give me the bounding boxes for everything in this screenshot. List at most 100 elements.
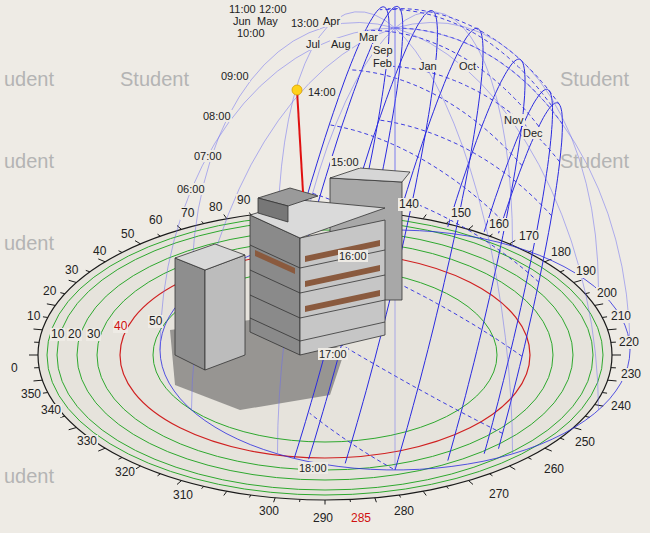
azimuth-label: 10: [26, 310, 41, 323]
month-label: Jul: [305, 38, 321, 50]
azimuth-label: 90: [236, 194, 251, 207]
month-label: May: [256, 15, 279, 27]
hour-line: [310, 413, 393, 469]
tick-mark: [325, 500, 326, 505]
time-label: 10:00: [236, 27, 266, 39]
building-model: [175, 168, 410, 370]
time-label: 15:00: [330, 156, 360, 168]
hour-line: [388, 66, 560, 162]
tick-mark: [375, 498, 377, 502]
tick-mark: [274, 498, 276, 502]
month-label: Sep: [372, 44, 394, 56]
left-block-face: [175, 258, 205, 370]
azimuth-label: 170: [518, 230, 540, 243]
tick-mark: [528, 458, 532, 460]
sun-ray: [297, 90, 303, 192]
azimuth-label: 300: [258, 505, 280, 518]
month-label: Oct: [458, 60, 477, 72]
azimuth-label: 350: [20, 388, 42, 401]
tick-mark: [611, 342, 616, 343]
watermark: udent: [4, 232, 54, 254]
sun-path-dome: [160, 6, 630, 470]
time-label: 09:00: [220, 70, 250, 82]
azimuth-label: 290: [312, 512, 334, 525]
azimuth-label: 30: [64, 264, 79, 277]
tick-mark: [69, 280, 77, 282]
tick-mark: [69, 428, 77, 430]
day-path: [484, 89, 552, 453]
azimuth-label: 320: [114, 466, 136, 479]
watermark: Student: [560, 150, 629, 172]
azimuth-label: 330: [76, 435, 98, 448]
azimuth-label: 250: [574, 436, 596, 449]
azimuth-label: 70: [180, 207, 195, 220]
azimuth-label: 340: [40, 404, 62, 417]
tick-mark: [545, 448, 552, 451]
tick-mark: [202, 486, 204, 488]
tick-mark: [202, 221, 204, 223]
month-label: Feb: [372, 57, 393, 69]
outer-ring: [38, 210, 612, 500]
tick-mark: [574, 428, 582, 430]
time-label: 17:00: [318, 348, 348, 360]
azimuth-label: 0: [10, 362, 19, 375]
tick-mark: [224, 215, 227, 219]
tick-mark: [602, 392, 607, 394]
time-label: 08:00: [202, 110, 232, 122]
day-path: [448, 59, 525, 461]
azimuth-label: 60: [148, 214, 163, 227]
tick-mark: [158, 474, 161, 476]
azimuth-label: 50: [120, 228, 135, 241]
month-label: Dec: [522, 127, 544, 139]
tick-mark: [119, 251, 123, 253]
azimuth-ticks: [29, 206, 621, 505]
watermark: udent: [4, 465, 54, 487]
window-bands: [255, 240, 380, 312]
tick-mark: [135, 240, 141, 243]
hour-line: [380, 120, 552, 216]
watermark: Student: [120, 68, 189, 90]
tick-mark: [33, 329, 42, 331]
tick-mark: [446, 221, 448, 223]
tick-mark: [98, 448, 105, 451]
main-side-face: [300, 220, 385, 355]
tick-mark: [560, 270, 564, 271]
highlight-label: 285: [350, 512, 372, 525]
tick-mark: [423, 215, 426, 219]
time-label: 16:00: [338, 250, 368, 262]
tick-mark: [446, 486, 448, 488]
azimuth-label: 220: [618, 336, 640, 349]
tick-mark: [509, 466, 515, 469]
azimuth-label: 280: [393, 505, 415, 518]
tick-mark: [47, 304, 55, 306]
tick-mark: [43, 316, 48, 318]
time-label: 13:00: [290, 17, 320, 29]
time-label: 12:00: [258, 3, 288, 15]
hour-line: [350, 70, 522, 166]
azimuth-label: 230: [620, 368, 642, 381]
tick-mark: [29, 355, 38, 356]
azimuth-label: 150: [450, 207, 472, 220]
month-label: Jun: [232, 15, 252, 27]
left-block-side: [205, 255, 245, 370]
tick-mark: [43, 392, 48, 394]
hour-line: [331, 338, 503, 433]
azimuth-label: 160: [488, 218, 510, 231]
time-label: 07:00: [193, 150, 223, 162]
sun-position: [292, 85, 302, 95]
time-label: 14:00: [307, 86, 337, 98]
azimuth-label: 190: [575, 265, 597, 278]
tick-mark: [595, 304, 603, 306]
watermark: udent: [4, 68, 54, 90]
tick-mark: [249, 495, 250, 497]
azimuth-label: 20: [42, 285, 57, 298]
month-label: Aug: [330, 38, 352, 50]
tick-mark: [560, 438, 564, 439]
tick-mark: [611, 367, 616, 368]
tick-mark: [86, 270, 90, 271]
main-front-face: [250, 215, 300, 355]
hour-line: [380, 9, 552, 105]
azimuth-label: 40: [92, 245, 107, 258]
hour-line: [391, 28, 563, 124]
